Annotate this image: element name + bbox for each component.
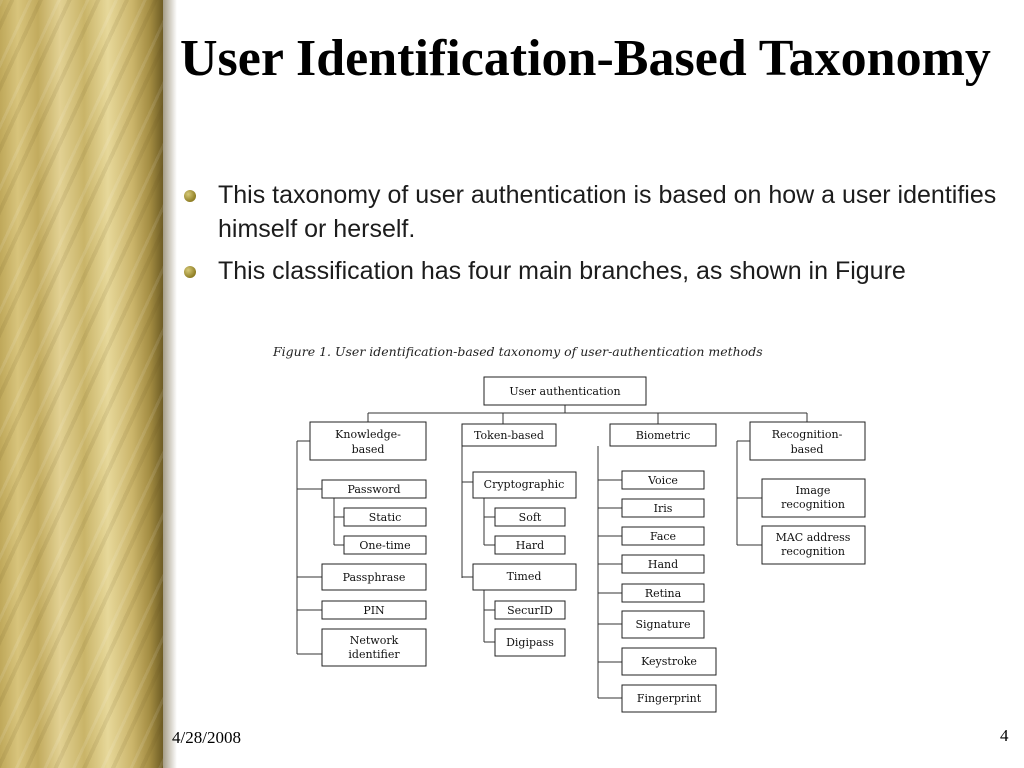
bullet-item: This classification has four main branch… bbox=[182, 254, 1002, 288]
node-passphrase: Passphrase bbox=[321, 563, 427, 591]
svg-text:Biometric: Biometric bbox=[636, 429, 691, 442]
svg-text:Passphrase: Passphrase bbox=[343, 571, 406, 584]
svg-text:Knowledge-: Knowledge- bbox=[335, 428, 401, 441]
svg-text:based: based bbox=[791, 443, 824, 456]
figure-caption: Figure 1. User identification-based taxo… bbox=[272, 344, 763, 359]
svg-text:Digipass: Digipass bbox=[506, 636, 554, 649]
node-network-identifier: Network identifier bbox=[321, 628, 427, 667]
node-face: Face bbox=[621, 526, 705, 546]
node-voice: Voice bbox=[621, 470, 705, 490]
decorative-side-band bbox=[0, 0, 163, 768]
svg-text:PIN: PIN bbox=[363, 604, 385, 617]
svg-text:based: based bbox=[352, 443, 385, 456]
svg-text:Keystroke: Keystroke bbox=[641, 655, 697, 668]
taxonomy-figure: Figure 1. User identification-based taxo… bbox=[272, 344, 866, 713]
side-band-shadow bbox=[163, 0, 177, 768]
svg-text:Face: Face bbox=[650, 530, 676, 543]
svg-text:Retina: Retina bbox=[645, 587, 682, 600]
node-token-based: Token-based bbox=[461, 423, 557, 447]
svg-text:Signature: Signature bbox=[635, 618, 690, 631]
svg-text:Static: Static bbox=[369, 511, 402, 524]
svg-text:SecurID: SecurID bbox=[507, 604, 553, 617]
node-password: Password bbox=[321, 479, 427, 499]
bullet-list: This taxonomy of user authentication is … bbox=[182, 178, 1002, 296]
node-signature: Signature bbox=[621, 610, 705, 639]
bullet-text: This classification has four main branch… bbox=[218, 257, 906, 285]
svg-text:Hard: Hard bbox=[516, 539, 544, 552]
svg-text:identifier: identifier bbox=[348, 648, 400, 661]
node-fingerprint: Fingerprint bbox=[621, 684, 717, 713]
svg-text:recognition: recognition bbox=[781, 545, 845, 558]
connector-lines bbox=[296, 405, 808, 699]
node-image-recognition: Image recognition bbox=[761, 478, 866, 518]
svg-text:Token-based: Token-based bbox=[474, 429, 544, 442]
svg-text:Fingerprint: Fingerprint bbox=[637, 692, 702, 705]
node-digipass: Digipass bbox=[494, 628, 566, 657]
svg-text:Cryptographic: Cryptographic bbox=[484, 478, 565, 491]
node-biometric: Biometric bbox=[609, 423, 717, 447]
svg-text:User authentication: User authentication bbox=[509, 385, 620, 398]
node-static: Static bbox=[343, 507, 427, 527]
node-knowledge-based: Knowledge- based bbox=[309, 421, 427, 461]
svg-text:One-time: One-time bbox=[359, 539, 410, 552]
node-one-time: One-time bbox=[343, 535, 427, 555]
svg-text:Soft: Soft bbox=[519, 511, 542, 524]
node-timed: Timed bbox=[472, 563, 577, 591]
bullet-dot-icon bbox=[184, 266, 196, 278]
node-hard: Hard bbox=[494, 535, 566, 555]
svg-text:Password: Password bbox=[347, 483, 400, 496]
svg-text:recognition: recognition bbox=[781, 498, 845, 511]
node-pin: PIN bbox=[321, 600, 427, 620]
node-soft: Soft bbox=[494, 507, 566, 527]
node-recognition-based: Recognition- based bbox=[749, 421, 866, 461]
svg-text:MAC address: MAC address bbox=[776, 531, 851, 544]
bullet-text: This taxonomy of user authentication is … bbox=[218, 181, 997, 243]
node-securid: SecurID bbox=[494, 600, 566, 620]
svg-text:Network: Network bbox=[350, 634, 399, 647]
node-user-authentication: User authentication bbox=[483, 376, 647, 406]
node-keystroke: Keystroke bbox=[621, 647, 717, 676]
svg-text:Timed: Timed bbox=[507, 570, 542, 583]
svg-text:Recognition-: Recognition- bbox=[772, 428, 843, 441]
svg-text:Hand: Hand bbox=[648, 558, 678, 571]
svg-text:Iris: Iris bbox=[654, 502, 673, 515]
svg-text:Image: Image bbox=[796, 484, 831, 497]
bullet-item: This taxonomy of user authentication is … bbox=[182, 178, 1002, 246]
footer-date: 4/28/2008 bbox=[172, 728, 241, 747]
node-mac-address-recognition: MAC address recognition bbox=[761, 525, 866, 565]
page-number: 4 bbox=[1000, 726, 1009, 745]
node-retina: Retina bbox=[621, 583, 705, 603]
node-hand: Hand bbox=[621, 554, 705, 574]
svg-text:Voice: Voice bbox=[647, 474, 678, 487]
slide-title: User Identification-Based Taxonomy bbox=[180, 30, 991, 87]
node-cryptographic: Cryptographic bbox=[472, 471, 577, 499]
bullet-dot-icon bbox=[184, 190, 196, 202]
node-iris: Iris bbox=[621, 498, 705, 518]
